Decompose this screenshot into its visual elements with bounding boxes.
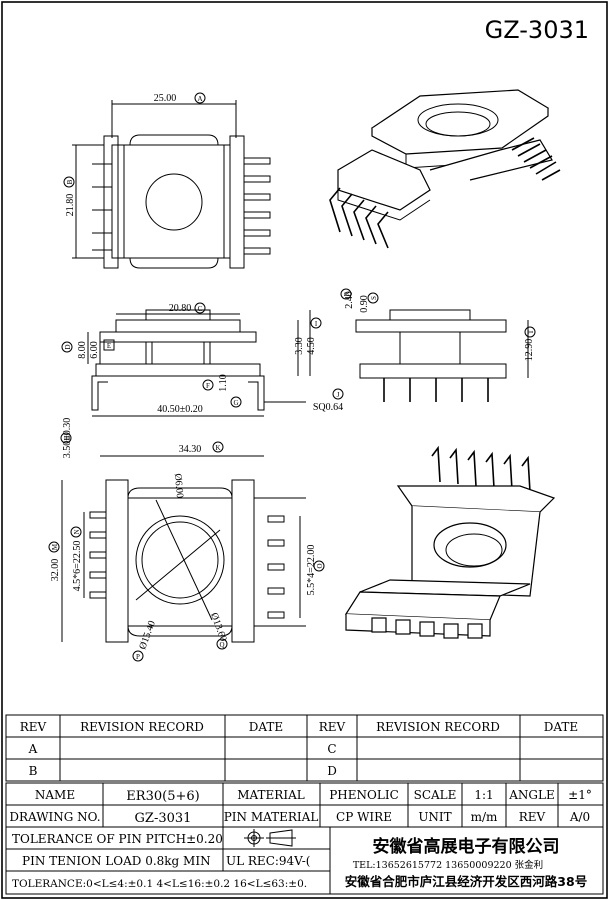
- revision-table: REV REVISION RECORD DATE REV REVISION RE…: [5, 714, 604, 782]
- dim-i1: 3.30: [294, 337, 305, 355]
- company-name: 安徽省高展电子有限公司: [373, 836, 560, 857]
- dim-p: Ø15.40: [137, 619, 158, 651]
- angle-label: ANGLE: [508, 788, 554, 802]
- tolerance-pitch: TOLERANCE OF PIN PITCH±0.20: [12, 832, 223, 846]
- rev-d: D: [327, 764, 337, 778]
- side-view: 2.40 R 0.90 S 12.90 T: [340, 288, 536, 402]
- dim-h: 3.50±0.30: [62, 418, 73, 459]
- isometric-view-top: [329, 89, 561, 249]
- dim-r: 2.40: [344, 291, 355, 309]
- dim-s: 0.90: [359, 295, 370, 313]
- date-header-2: DATE: [544, 720, 578, 734]
- drawing-no-value: GZ-3031: [135, 811, 192, 826]
- scale-value: 1:1: [474, 788, 493, 802]
- company-tel: TEL:13652615772 13650009220 张金利: [353, 859, 543, 871]
- rev-c: C: [327, 742, 336, 756]
- dim-ref-k: K: [215, 444, 220, 452]
- dim-ref-r: R: [343, 291, 351, 296]
- date-header-1: DATE: [249, 720, 283, 734]
- material-value: PHENOLIC: [329, 788, 399, 802]
- company-address: 安徽省合肥市庐江县经济开发区西河路38号: [345, 874, 587, 889]
- dim-g: 40.50±0.20: [157, 404, 203, 415]
- dim-n: 4.5*6=22.50: [72, 541, 83, 592]
- dim-height: 21.80: [65, 194, 76, 217]
- pin-material-value: CP WIRE: [336, 810, 392, 824]
- rev-a: A: [28, 742, 38, 756]
- revision-record-header-2: REVISION RECORD: [376, 720, 500, 734]
- dim-j: SQ0.64: [313, 402, 343, 413]
- dim-ref-a: A: [197, 95, 202, 103]
- pin-material-label: PIN MATERIAL: [224, 810, 319, 824]
- dim-width: 25.00: [154, 93, 177, 104]
- dim-u: Ø6.00: [172, 473, 185, 499]
- dim-ref-p: P: [136, 653, 140, 661]
- unit-value: m/m: [471, 810, 498, 824]
- dim-ref-i: I: [315, 320, 318, 328]
- dim-ref-f: F: [206, 382, 210, 390]
- dim-d: 8.00: [77, 341, 88, 359]
- dim-ref-s: S: [370, 296, 378, 300]
- dim-ref-c: C: [198, 305, 203, 313]
- dim-ref-g: G: [233, 399, 238, 407]
- name-label: NAME: [35, 788, 75, 802]
- dim-ref-t: T: [527, 329, 535, 334]
- dim-ref-n: N: [73, 529, 81, 534]
- dim-top-width: 20.80: [169, 303, 192, 314]
- rev-b: B: [29, 764, 38, 778]
- ul-rec: UL REC:94V-(: [226, 854, 311, 868]
- rev-label: REV: [519, 810, 546, 824]
- dim-ref-o: O: [316, 563, 324, 568]
- dim-q: Ø13.60: [208, 611, 229, 643]
- dim-ref-d: D: [64, 344, 72, 349]
- dim-ref-q: Q: [219, 641, 224, 649]
- dim-k: 34.30: [179, 444, 202, 455]
- dim-ref-e: E: [107, 342, 111, 350]
- angle-value: ±1°: [568, 788, 592, 802]
- projection-symbol-icon: [244, 829, 296, 847]
- title-block: NAME ER30(5+6) MATERIAL PHENOLIC SCALE 1…: [5, 782, 604, 895]
- dim-ref-m: M: [51, 543, 59, 550]
- dim-ref-b: B: [66, 179, 74, 184]
- rev-value: A/0: [569, 810, 590, 824]
- name-value: ER30(5+6): [126, 789, 199, 804]
- material-label: MATERIAL: [237, 788, 305, 802]
- rev-header-2: REV: [319, 720, 346, 734]
- dim-m: 32.00: [50, 559, 61, 582]
- drawing-no-label: DRAWING NO.: [9, 810, 100, 824]
- part-number: GZ-3031: [485, 16, 589, 44]
- dim-e: 6.00: [89, 341, 100, 359]
- dim-o: 5.5*4=22.00: [306, 545, 317, 596]
- dim-i2: 4.50: [306, 337, 317, 355]
- rev-header-1: REV: [20, 720, 47, 734]
- tolerance-general: TOLERANCE:0<L≤4:±0.1 4<L≤16:±0.2 16<L≤63…: [12, 878, 307, 890]
- unit-label: UNIT: [418, 810, 451, 824]
- dim-ref-j: J: [337, 391, 340, 399]
- bottom-view: 34.30 K Ø6.00 32.00 M 4.5*6=22.50 N 5.5*…: [48, 441, 325, 662]
- pin-tension: PIN TENION LOAD 0.8kg MIN: [22, 854, 211, 868]
- isometric-view-bottom: [344, 445, 556, 639]
- scale-label: SCALE: [414, 788, 457, 802]
- dim-ref-h: H: [63, 435, 71, 440]
- top-view: 25.00 A 21.80 B: [63, 92, 271, 269]
- dim-f: 1.10: [218, 374, 229, 392]
- revision-record-header-1: REVISION RECORD: [80, 720, 204, 734]
- front-view: 20.80 C 8.00 6.00 D E 3.30 4.50 I 1.10 F…: [60, 302, 344, 459]
- dim-t: 12.90: [524, 339, 535, 362]
